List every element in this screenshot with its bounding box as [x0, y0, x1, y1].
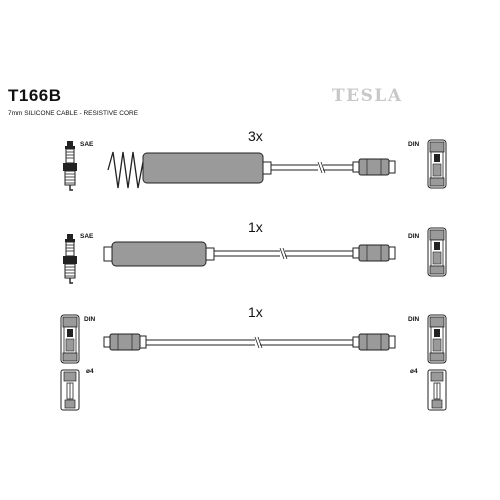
lead-3-left-din-connector — [103, 333, 147, 351]
lead-1-boot — [142, 152, 264, 184]
left-terminal-icon — [60, 369, 80, 411]
lead-2-left-type-label: SAE — [80, 233, 94, 240]
lead-1-spark-plug-icon — [62, 140, 78, 191]
lead-2-din-connector — [352, 244, 396, 262]
lead-1-quantity: 3x — [248, 128, 263, 144]
lead-2-din-socket-icon — [427, 227, 447, 277]
lead-2-right-type-label: DIN — [408, 233, 420, 240]
brand-logo: TESLA — [332, 86, 403, 106]
lead-1-din-socket-icon — [427, 139, 447, 189]
part-number-title: T166B — [8, 86, 62, 105]
lead-1 — [62, 139, 447, 191]
lead-3 — [60, 314, 447, 364]
lead-3-right-type-label: DIN — [408, 316, 420, 323]
lead-3-left-din-socket-icon — [60, 314, 80, 364]
lead-3-left-type-label: DIN — [84, 316, 96, 323]
lead-2 — [62, 227, 447, 284]
lead-1-spring-icon — [107, 151, 144, 189]
lead-3-quantity: 1x — [248, 304, 263, 320]
lead-3-right-din-connector — [352, 333, 396, 351]
lead-1-left-type-label: SAE — [80, 141, 94, 148]
lead-3-right-din-socket-icon — [427, 314, 447, 364]
lead-2-spark-plug-icon — [62, 233, 78, 284]
right-terminal-diameter-label: ø4 — [410, 368, 418, 375]
lead-2-boot — [111, 241, 207, 267]
right-terminal-icon — [427, 369, 447, 411]
lead-1-din-connector — [352, 158, 396, 176]
lead-2-quantity: 1x — [248, 219, 263, 235]
lead-1-right-type-label: DIN — [408, 141, 420, 148]
cable-description: 7mm SILICONE CABLE - RESISTIVE CORE — [8, 110, 139, 117]
left-terminal-diameter-label: ø4 — [86, 368, 94, 375]
